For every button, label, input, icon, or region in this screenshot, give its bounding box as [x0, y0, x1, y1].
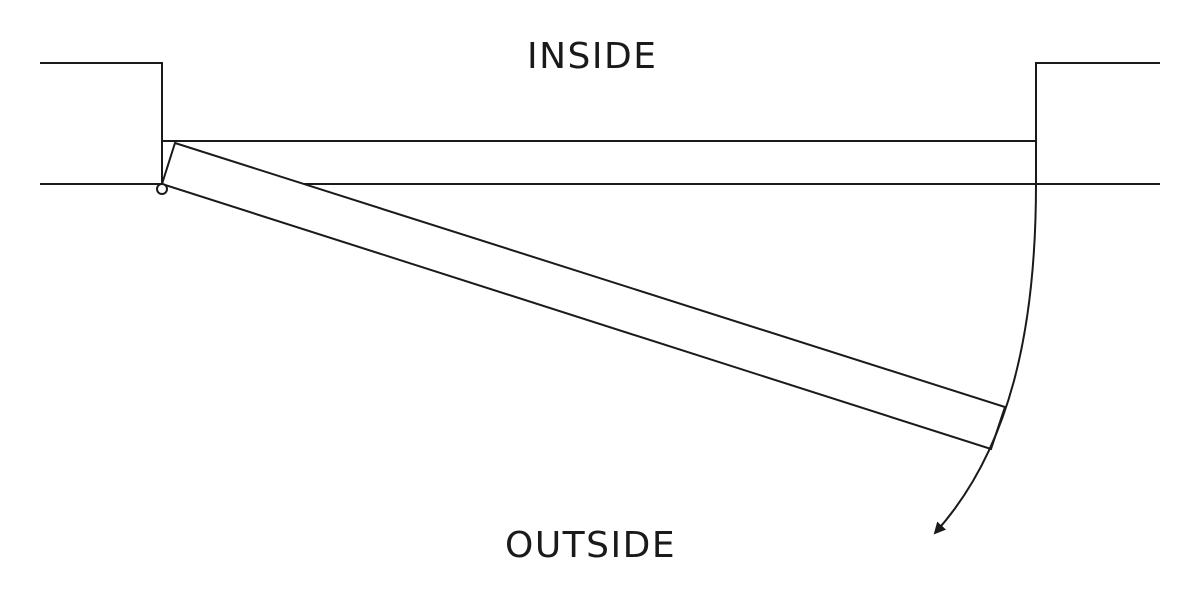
door-panel	[160, 141, 1007, 451]
swing-arc-arrow	[933, 183, 1037, 535]
right-wall	[1035, 62, 1160, 184]
hinge-point	[156, 183, 168, 195]
inside-label: INSIDE	[527, 36, 658, 77]
outside-label: OUTSIDE	[505, 525, 677, 566]
left-wall	[40, 62, 163, 184]
